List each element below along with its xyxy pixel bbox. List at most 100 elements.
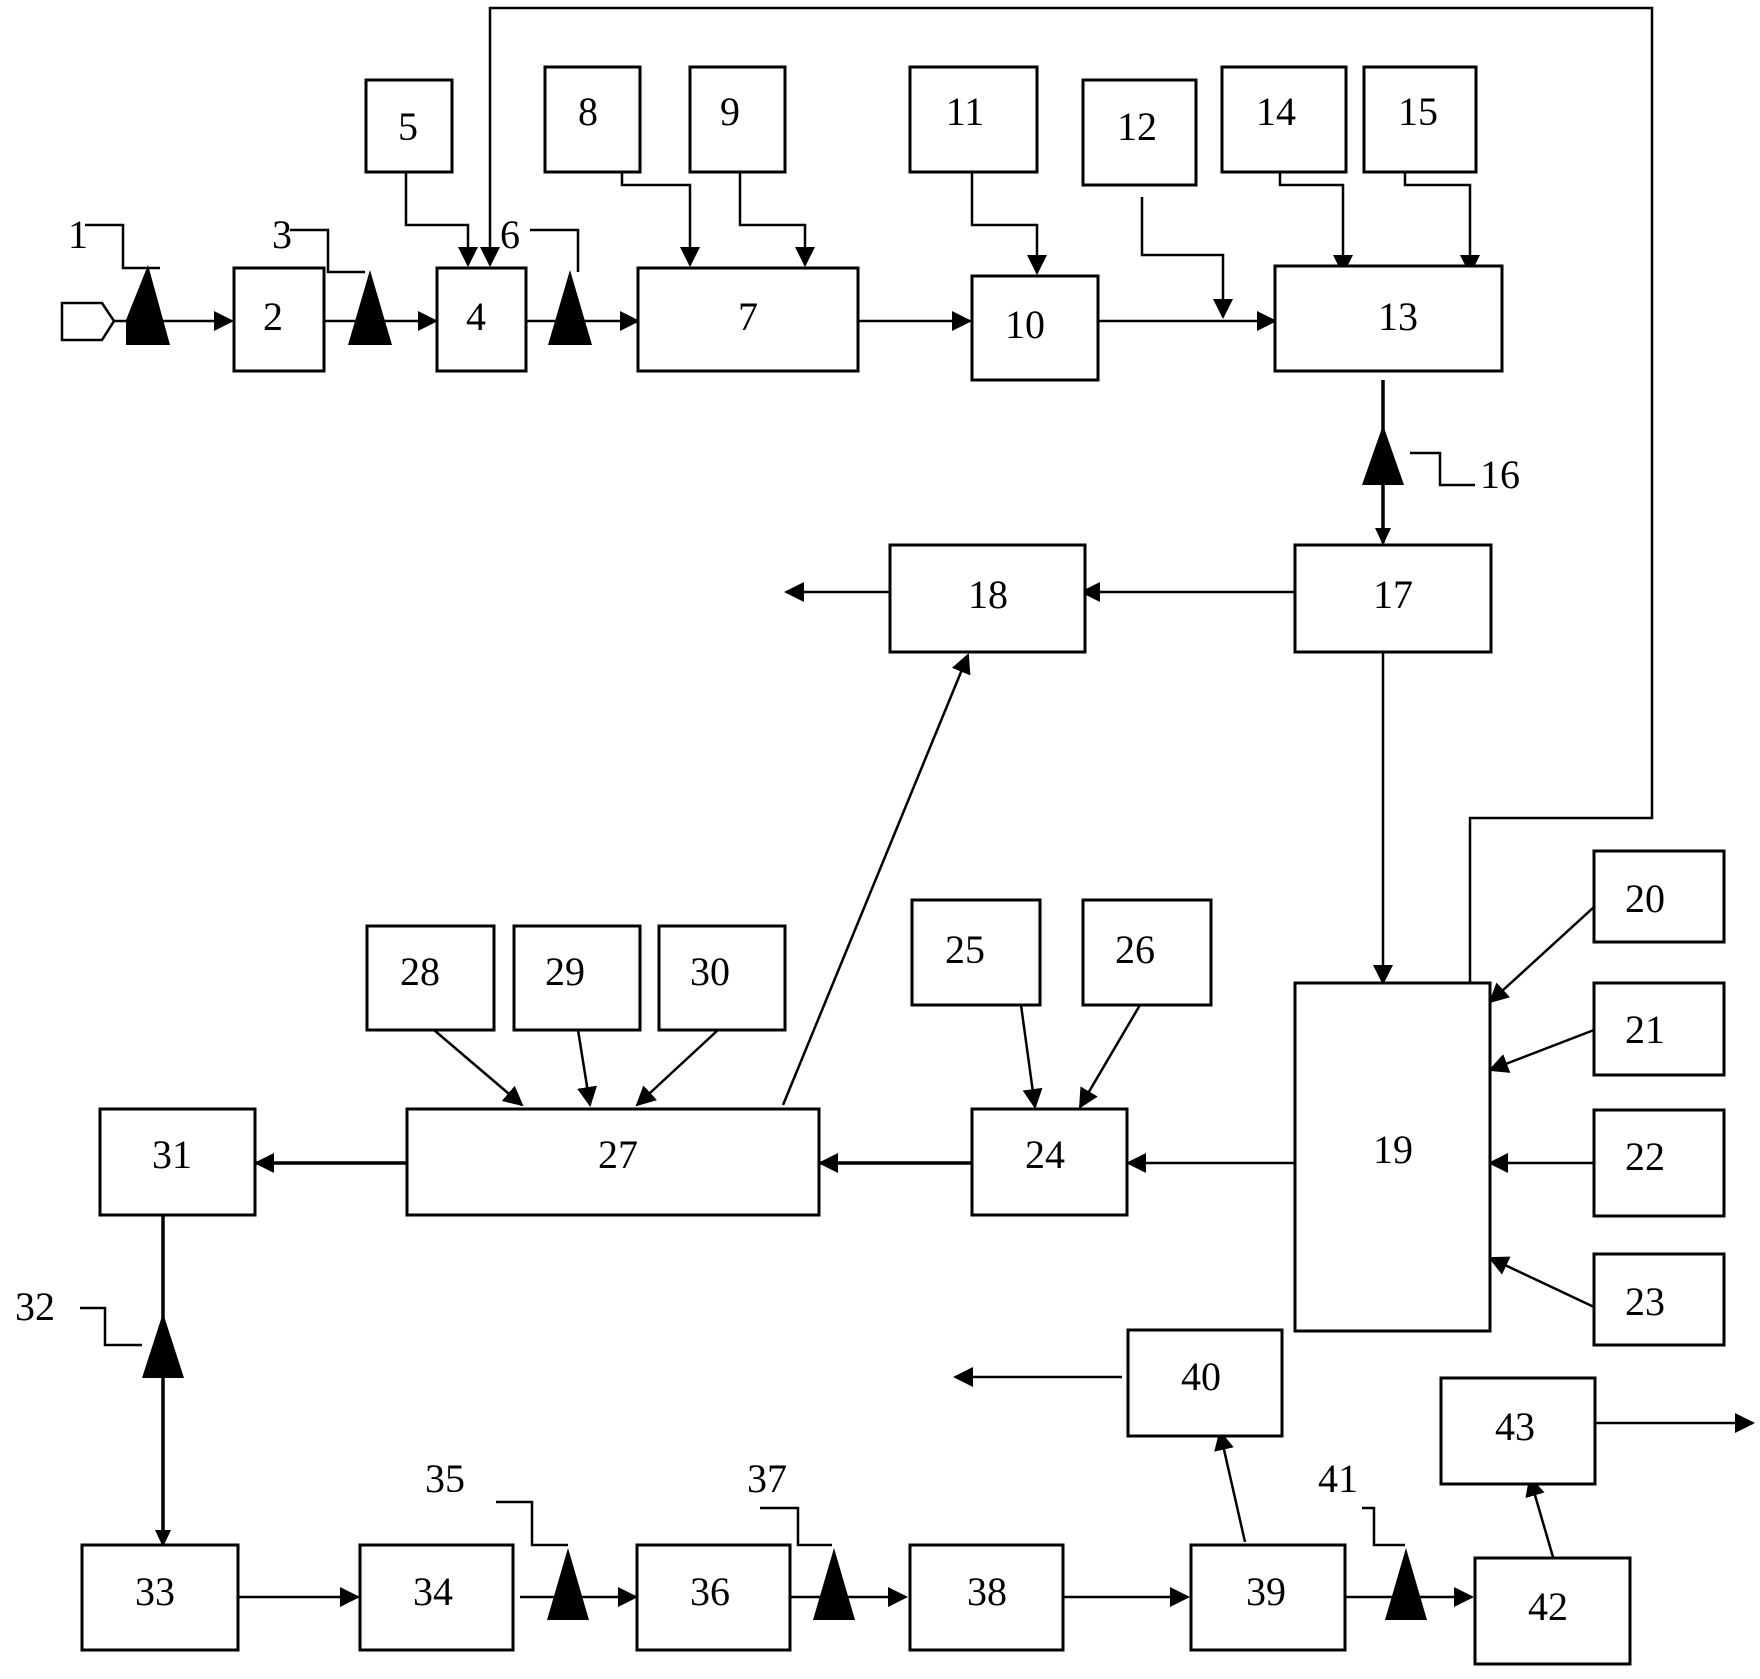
leader-6: [530, 228, 580, 272]
pump-3-icon: [348, 270, 392, 345]
arrow-21-to-19: [1488, 1028, 1595, 1073]
arrow-39-to-40: [1214, 1430, 1247, 1543]
label-box-7: 7: [738, 294, 758, 339]
box-9: [688, 65, 787, 174]
label-box-40: 40: [1181, 1354, 1221, 1399]
label-box-25: 25: [945, 927, 985, 972]
label-pump-32: 32: [15, 1284, 55, 1329]
boxes: [80, 65, 1726, 1666]
box-5: [364, 78, 454, 174]
box-19: [1293, 981, 1492, 1333]
label-box-10: 10: [1005, 302, 1045, 347]
box-30: [657, 924, 787, 1032]
arrow-11-to-10: [970, 172, 1047, 275]
label-box-26: 26: [1115, 927, 1155, 972]
arrow-25-to-24: [1019, 1004, 1043, 1109]
label-box-39: 39: [1246, 1569, 1286, 1614]
label-box-24: 24: [1025, 1132, 1065, 1177]
label-box-23: 23: [1625, 1279, 1665, 1324]
label-pump-6: 6: [500, 212, 520, 257]
box-4: [435, 266, 528, 373]
pump-16-icon: [1362, 425, 1404, 485]
label-box-11: 11: [946, 89, 985, 134]
arrow-14-to-13: [1278, 172, 1353, 275]
label-box-4: 4: [466, 294, 486, 339]
box-18: [888, 543, 1087, 654]
box-25: [910, 898, 1042, 1007]
arrow-26-to-24: [1078, 1004, 1142, 1109]
label-box-5: 5: [398, 104, 418, 149]
connectors: [60, 6, 1755, 1607]
label-box-22: 22: [1625, 1134, 1665, 1179]
box-22: [1592, 1108, 1726, 1218]
label-box-30: 30: [690, 949, 730, 994]
label-box-8: 8: [578, 89, 598, 134]
label-box-34: 34: [413, 1569, 453, 1614]
pump-35-icon: [547, 1548, 589, 1620]
box-28: [365, 924, 496, 1032]
box-13: [1273, 264, 1504, 373]
box-31: [98, 1107, 257, 1217]
box-26: [1081, 898, 1213, 1007]
arrow-29-to-27: [576, 1029, 598, 1107]
label-box-28: 28: [400, 949, 440, 994]
leader-41: [1362, 1506, 1405, 1547]
box-15: [1362, 65, 1478, 174]
box-21: [1592, 981, 1726, 1077]
pump-37-icon: [813, 1548, 855, 1620]
label-box-15: 15: [1398, 89, 1438, 134]
leader-16: [1410, 451, 1475, 487]
label-pump-1: 1: [68, 212, 88, 257]
label-pump-37: 37: [747, 1456, 787, 1501]
label-pump-3: 3: [272, 212, 292, 257]
arrow-19-recycle-to-4: [480, 6, 1654, 983]
box-36: [635, 1543, 792, 1652]
pump-32-icon: [142, 1313, 184, 1378]
label-box-13: 13: [1378, 294, 1418, 339]
box-43: [1439, 1376, 1597, 1486]
inlet-icon: [60, 301, 116, 342]
pumps: [126, 265, 1427, 1620]
label-box-20: 20: [1625, 876, 1665, 921]
label-box-17: 17: [1373, 572, 1413, 617]
label-box-43: 43: [1495, 1404, 1535, 1449]
box-2: [232, 266, 326, 373]
arrow-12-to-line: [1140, 197, 1233, 319]
arrow-8-to-7: [620, 172, 700, 267]
box-10: [970, 274, 1100, 382]
box-labels: 2 4 5 7 8 9 10 11 12 13 14 15 17 18 19 2…: [135, 89, 1665, 1629]
arrow-20-to-19: [1488, 906, 1595, 1004]
label-box-42: 42: [1528, 1584, 1568, 1629]
arrow-9-to-7: [738, 172, 815, 267]
leader-1: [85, 223, 160, 270]
label-box-27: 27: [598, 1132, 638, 1177]
label-box-14: 14: [1256, 89, 1296, 134]
label-pump-16: 16: [1480, 452, 1520, 497]
label-box-18: 18: [968, 572, 1008, 617]
arrow-28-to-27: [433, 1029, 524, 1107]
box-27: [405, 1107, 821, 1217]
pump-41-icon: [1385, 1548, 1427, 1620]
label-box-9: 9: [720, 89, 740, 134]
label-box-36: 36: [690, 1569, 730, 1614]
leader-37: [760, 1506, 832, 1547]
pump-labels: 1 3 6 16 32 35 37 41: [15, 212, 1520, 1501]
box-24: [970, 1107, 1129, 1217]
box-38: [908, 1543, 1065, 1652]
box-42: [1473, 1556, 1632, 1666]
arrow-27-to-18: [781, 653, 971, 1106]
box-7: [636, 266, 860, 373]
leader-35: [496, 1500, 568, 1547]
box-23: [1592, 1252, 1726, 1347]
label-box-19: 19: [1373, 1127, 1413, 1172]
arrow-23-to-19: [1488, 1256, 1595, 1309]
box-14: [1220, 65, 1348, 174]
label-box-29: 29: [545, 949, 585, 994]
pump-6-icon: [548, 270, 592, 345]
label-pump-35: 35: [425, 1456, 465, 1501]
box-29: [512, 924, 642, 1032]
label-box-33: 33: [135, 1569, 175, 1614]
arrow-42-to-43: [1525, 1476, 1555, 1558]
leader-32: [80, 1306, 142, 1347]
box-11: [908, 65, 1039, 174]
